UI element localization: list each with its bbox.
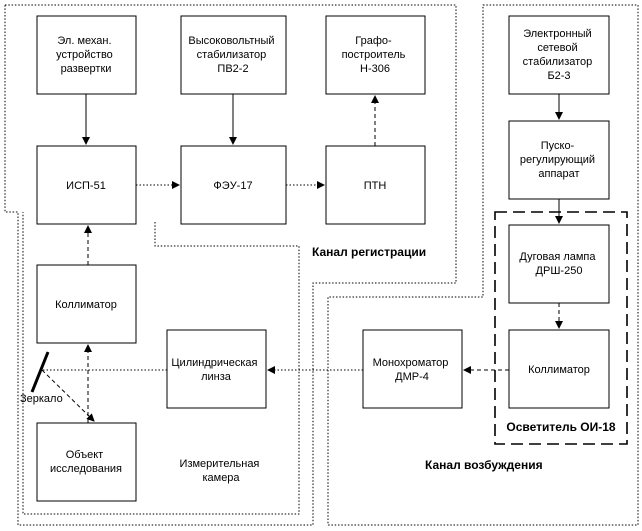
arc-lamp-label: Дуговая лампа ДРШ-250: [519, 251, 598, 277]
object-label: Объект исследования: [50, 449, 122, 475]
electronic-stabilizer-label: Электронный сетевой стабилизатор Б2-3: [523, 28, 596, 82]
excitation-channel-label: Канал возбуждения: [425, 458, 543, 472]
registration-region-outline: [4, 4, 457, 526]
collimator-right-label: Коллиматор: [528, 364, 590, 376]
electronic-stabilizer-box: [508, 15, 610, 95]
collimator-left-box: [36, 264, 137, 344]
beam-mirror-to-object: [41, 369, 95, 422]
plotter-label: Графо- построитель Н-306: [342, 35, 409, 75]
start-apparatus-box: [508, 120, 610, 200]
cylindrical-lens-label: Цилиндрическая линза: [171, 357, 260, 383]
feu-label: ФЭУ-17: [213, 180, 252, 192]
illuminator-frame: [494, 211, 628, 445]
registration-channel-label: Канал регистрации: [312, 245, 426, 259]
cylindrical-lens-box: [166, 329, 267, 409]
monochromator-label: Монохроматор ДМР-4: [373, 357, 452, 383]
plotter-box: [325, 15, 426, 95]
mirror-label: Зеркало: [20, 393, 63, 405]
illuminator-label: Осветитель ОИ-18: [506, 420, 616, 434]
collimator-left-label: Коллиматор: [55, 299, 117, 311]
ptn-box: [325, 145, 426, 225]
measuring-chamber-outline: [22, 212, 300, 515]
sweep-label: Эл. механ. устройство развертки: [56, 35, 116, 75]
arc-lamp-box: [508, 224, 610, 304]
feu-box: [180, 145, 287, 225]
measuring-chamber-label: Измерительная камера: [180, 458, 263, 484]
ptn-label: ПТН: [364, 180, 387, 192]
object-box: [36, 422, 137, 502]
hv-stabilizer-label: Высоковольтный стабилизатор ПВ2-2: [188, 35, 277, 75]
sweep-box: [36, 15, 137, 95]
start-apparatus-label: Пуско- регулирующий аппарат: [520, 140, 598, 180]
collimator-right-box: [508, 329, 610, 409]
isp-label: ИСП-51: [66, 180, 106, 192]
monochromator-box: [362, 329, 463, 409]
mirror-icon: [30, 351, 50, 393]
